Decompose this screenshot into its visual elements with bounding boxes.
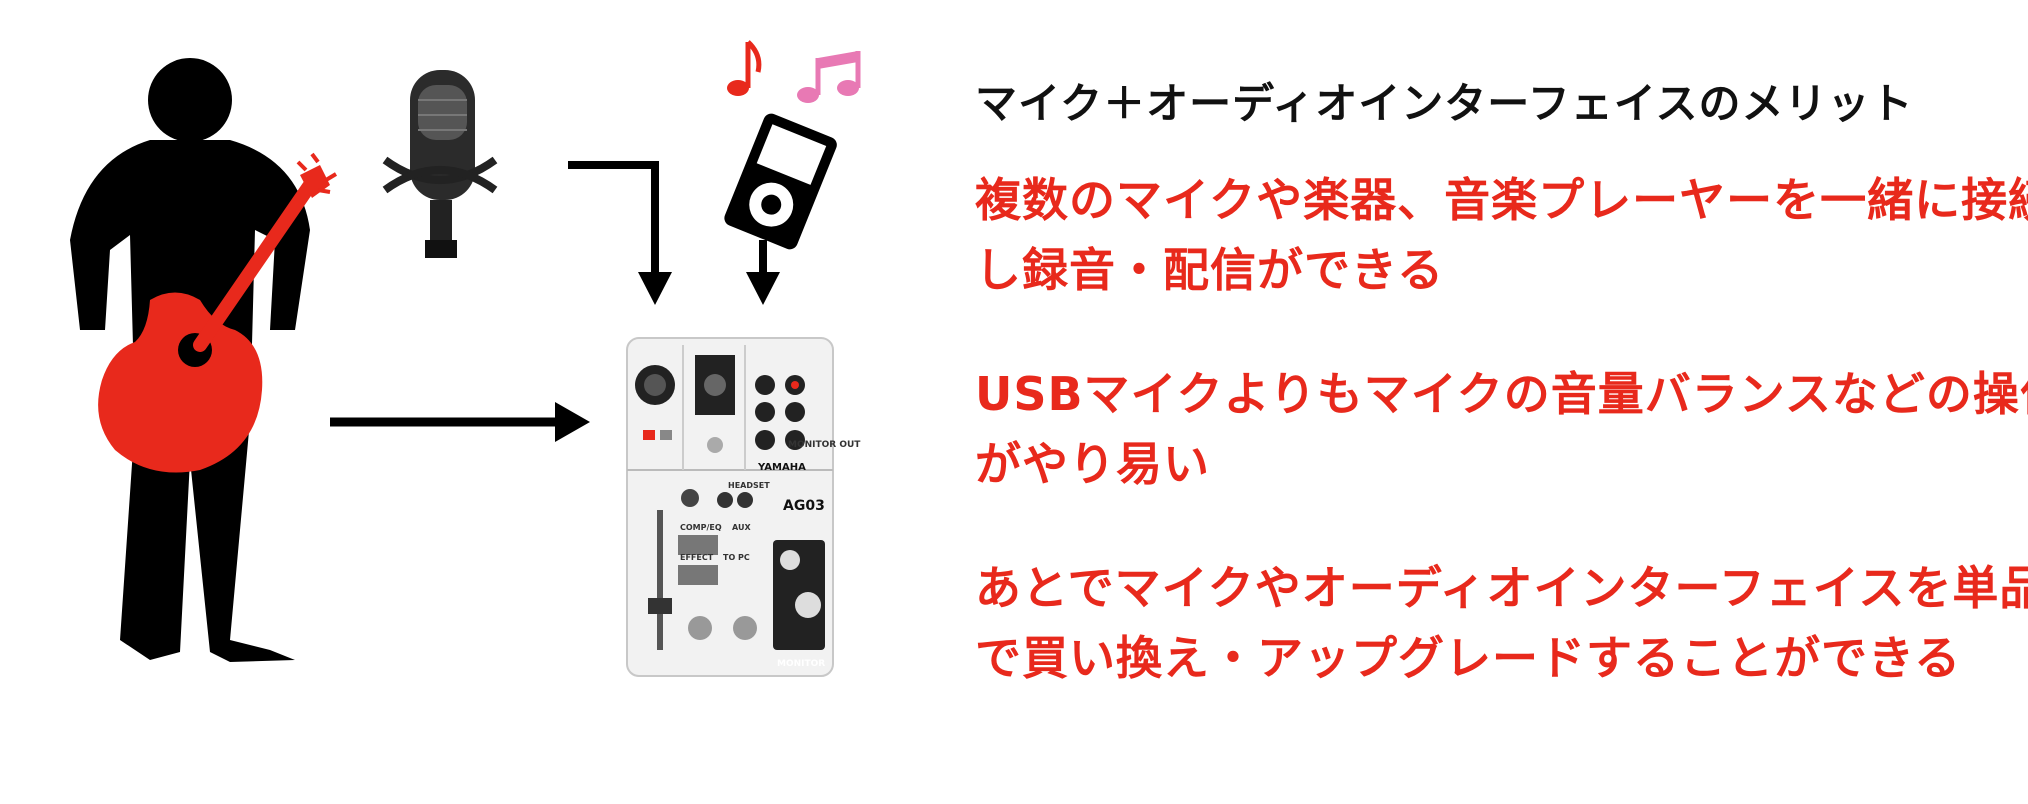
- merit-point-1-line2: し録音・配信ができる: [975, 243, 1445, 297]
- arrow-from-guitarist: [330, 402, 590, 442]
- mixer-effect-label: EFFECT: [680, 553, 714, 562]
- merit-point-1: 複数のマイクや楽器、音楽プレーヤーを一緒に接続 し録音・配信ができる: [975, 165, 2028, 305]
- mixer-monitor-out-label: MONITOR OUT: [788, 440, 861, 450]
- merit-point-3-line1: あとでマイクやオーディオインターフェイスを単品: [975, 561, 2028, 615]
- music-note-icon: [727, 40, 762, 96]
- merit-point-3: あとでマイクやオーディオインターフェイスを単品 で買い換え・アップグレードするこ…: [975, 553, 2028, 693]
- mixer-comp-eq-label: COMP/EQ: [680, 523, 722, 532]
- microphone-icon: [382, 70, 498, 258]
- arrow-from-player: [746, 240, 780, 305]
- merit-point-2-line2: がやり易い: [975, 437, 1210, 491]
- merits-text-column: マイク＋オーディオインターフェイスのメリット 複数のマイクや楽器、音楽プレーヤー…: [975, 70, 2028, 747]
- merit-point-2: USBマイクよりもマイクの音量バランスなどの操作 がやり易い: [975, 359, 2028, 499]
- mixer-image: MONITOR OUT YAMAHA AG03 HEADSET COMP/EQ …: [626, 337, 861, 677]
- mixer-aux-label: AUX: [732, 523, 751, 532]
- merit-point-2-line1: USBマイクよりもマイクの音量バランスなどの操作: [975, 367, 2028, 421]
- mixer-brand-label: YAMAHA: [757, 462, 806, 473]
- merit-point-3-line2: で買い換え・アップグレードすることができる: [975, 631, 1962, 685]
- mixer-headset-label: HEADSET: [728, 481, 770, 490]
- merits-heading: マイク＋オーディオインターフェイスのメリット: [975, 79, 1914, 128]
- guitar-icon: [98, 152, 338, 473]
- music-notes-pink-icon: [797, 51, 861, 103]
- mixer-monitor-label: MONITOR: [777, 659, 825, 669]
- music-player-icon: [724, 113, 837, 250]
- arrow-from-mic: [568, 161, 672, 305]
- mixer-to-pc-label: TO PC: [723, 553, 750, 562]
- mixer-model-label: AG03: [783, 498, 825, 514]
- merit-point-1-line1: 複数のマイクや楽器、音楽プレーヤーを一緒に接続: [975, 173, 2028, 227]
